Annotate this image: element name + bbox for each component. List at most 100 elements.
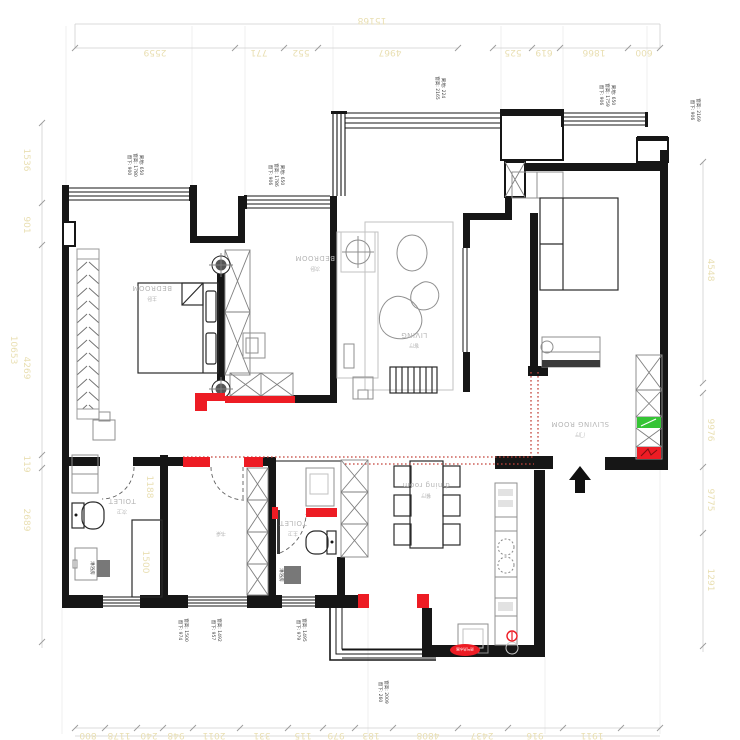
window-balcony: [342, 649, 436, 659]
svg-text:dining room: dining room: [402, 481, 449, 489]
svg-text:窗下: 957: 窗下: 957: [210, 620, 217, 641]
cooktop-burner: [497, 538, 515, 556]
new-wall: [244, 457, 263, 467]
dim-bottom: 948: [167, 730, 184, 740]
window-bottom-1: [103, 596, 140, 607]
red-marks: [183, 372, 539, 656]
window-note: 窗下: 906 窗高: 1786 离地: 650: [267, 163, 286, 187]
dim-inner: 1188: [144, 476, 154, 499]
label-toilet-b: TOILET 主卫: [279, 519, 308, 537]
window-annotations: 窗下: 900 窗高: 1780 离地: 650 窗下: 906 窗高: 178…: [126, 76, 702, 704]
label-dining: dining room 餐厅: [402, 481, 449, 499]
svg-text:客厅: 客厅: [409, 342, 419, 349]
dim-bottom: 2011: [203, 730, 226, 740]
dim-top-total: 15168: [357, 15, 386, 25]
svg-text:BEDROOM: BEDROOM: [295, 254, 335, 262]
svg-text:次卫: 次卫: [117, 508, 127, 515]
svg-text:窗下: 906: 窗下: 906: [598, 85, 605, 106]
dim-left: 1536: [21, 149, 31, 172]
cooktop-burner: [497, 556, 515, 574]
window-bedroom2: [244, 195, 330, 209]
dim-bottom: 4808: [416, 730, 439, 740]
dim-bottom: 800: [79, 730, 96, 740]
svg-text:餐厅: 餐厅: [421, 492, 431, 499]
furniture: [71, 171, 619, 655]
toilet-b-fixtures: [277, 467, 337, 584]
svg-text:主卫: 主卫: [288, 530, 298, 537]
kitchen-counter: [494, 482, 518, 646]
svg-text:次卧: 次卧: [310, 265, 320, 272]
dim-bottom: 916: [526, 730, 543, 740]
svg-text:窗高: 2165: 窗高: 2165: [434, 76, 441, 100]
dim-bottom: 115: [294, 730, 311, 740]
door-leaf: [277, 510, 280, 554]
window-living-side: [331, 111, 347, 196]
bedside-table: [92, 411, 116, 441]
floor-drain: [505, 641, 519, 655]
svg-text:离地: 650: 离地: 650: [610, 85, 617, 106]
dim-right: 1291: [705, 569, 715, 592]
new-wall: [272, 507, 278, 519]
svg-text:TOILET: TOILET: [279, 519, 308, 527]
dim-top: 4967: [379, 47, 402, 57]
dim-top: 600: [635, 47, 652, 57]
coffee-table-blobs: [379, 281, 440, 340]
svg-text:窗下: 906: 窗下: 906: [267, 165, 274, 186]
svg-text:窗高: 1495: 窗高: 1495: [301, 618, 308, 642]
svg-text:窗高: 2009: 窗高: 2009: [383, 680, 390, 704]
window-note: 窗下: 957 窗高: 1492: [210, 618, 223, 642]
dim-top: 552: [292, 47, 309, 57]
dim-right: 9976: [705, 419, 715, 442]
svg-text:主卧: 主卧: [147, 295, 157, 302]
svg-text:窗高: 1780: 窗高: 1780: [132, 153, 139, 177]
dim-bottom: 1911: [581, 730, 604, 740]
cabinet-bedroom2-bottom: [229, 372, 294, 397]
svg-text:TOILET: TOILET: [108, 497, 137, 505]
svg-text:窗下: 260: 窗下: 260: [377, 682, 384, 703]
window-bottom-2: [188, 596, 247, 607]
bottom-dim-ticks: [71, 724, 664, 732]
dim-left: 901: [21, 216, 31, 233]
dim-top: 1866: [582, 47, 605, 57]
cabinets: [76, 161, 663, 596]
label-gas-heater: 燃气热水器: [456, 647, 474, 652]
new-wall: [358, 594, 369, 608]
svg-text:窗下: 900: 窗下: 900: [126, 155, 133, 176]
window-living-top: [345, 112, 501, 129]
cabinet-bathroom-column: [340, 459, 369, 558]
svg-text:离地: 650: 离地: 650: [138, 155, 145, 176]
svg-text:窗高: 1759: 窗高: 1759: [604, 83, 611, 107]
label-shower-a: 淋浴房: [89, 561, 96, 575]
dim-top: 2559: [143, 47, 166, 57]
dim-bottom: 240: [140, 730, 157, 740]
wardrobe-study: [246, 467, 269, 596]
entry-cabinet: [635, 354, 663, 460]
dim-bottom: 1178: [107, 730, 130, 740]
windows: [65, 111, 648, 659]
new-wall: [183, 457, 210, 467]
new-wall: [225, 396, 295, 403]
window-note: 窗高: 2165 离地: 224: [434, 76, 447, 100]
dim-left: 2689: [21, 509, 31, 532]
svg-text:离地: 650: 离地: 650: [279, 165, 286, 186]
column-symbols: [209, 253, 233, 401]
dining-chairs: [393, 465, 461, 546]
label-master-bedroom: BEDROOM 主卧: [132, 284, 172, 302]
dimension-chains: 15168 2559 771 552 4967 525 619 1866 600: [8, 15, 715, 740]
room-labels: BEDROOM 主卧 BEDROOM 次卧 LIVING 客厅 SLIVING …: [89, 254, 609, 652]
bedroom2-desk: [242, 332, 266, 359]
window-note: 窗下: 900 窗高: 1780 离地: 650: [126, 153, 145, 177]
new-wall: [306, 508, 337, 517]
window-note: 窗下: 260 窗高: 2009: [377, 680, 390, 704]
svg-text:窗高: 1786: 窗高: 1786: [273, 163, 280, 187]
dim-left: 4269: [21, 357, 31, 380]
new-wall: [195, 393, 225, 411]
dim-inner: 1500: [140, 551, 150, 574]
svg-text:门厅: 门厅: [575, 431, 585, 438]
shower-tray: [97, 560, 110, 577]
svg-text:LIVING: LIVING: [401, 331, 427, 339]
sofa: [336, 231, 379, 400]
tv-bench: [389, 366, 438, 394]
window-top-right: [561, 112, 648, 127]
